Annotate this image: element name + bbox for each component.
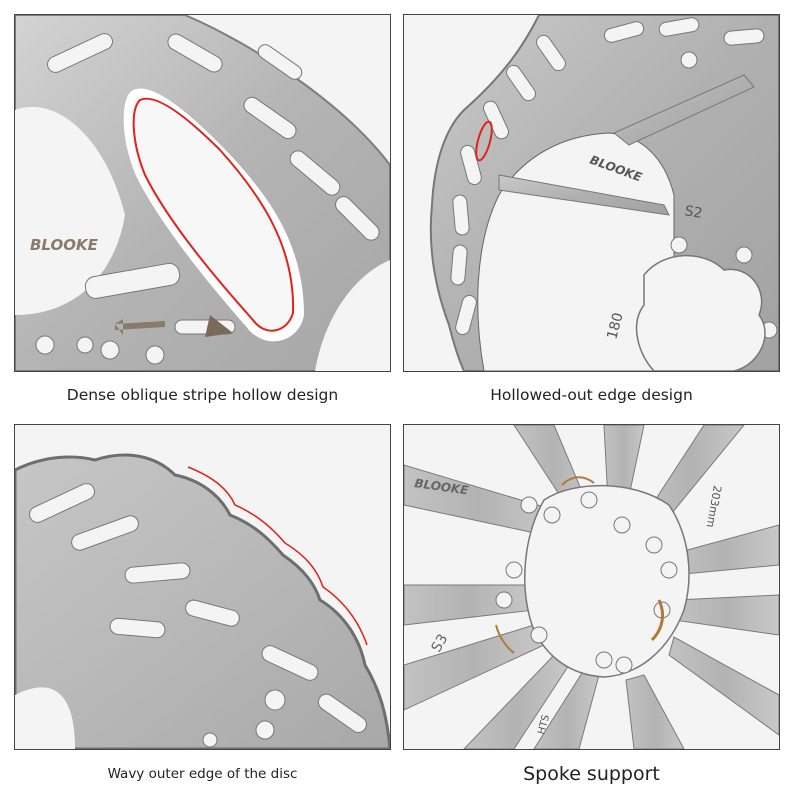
- model-engraving: S3: [429, 632, 452, 655]
- caption-spoke-support: Spoke support: [523, 763, 660, 785]
- brand-engraving: BLOOKE: [30, 236, 99, 254]
- caption-stripe-design: Dense oblique stripe hollow design: [66, 386, 339, 404]
- caption-wavy-edge: Wavy outer edge of the disc: [107, 766, 298, 782]
- rotor-closeup-stripes: BLOOKE: [14, 14, 391, 372]
- rotor-spokes-image: BLOOKE S3 203mm HTS: [404, 425, 779, 749]
- size-engraving: 180: [604, 311, 626, 341]
- rotor-stripes-image: BLOOKE: [15, 15, 390, 371]
- rotor-closeup-edge: BLOOKE S2 180: [403, 14, 780, 372]
- rotor-edge-image: BLOOKE S2 180: [404, 15, 779, 371]
- caption-edge-design: Hollowed-out edge design: [490, 386, 693, 404]
- rotor-wavy-image: [15, 425, 390, 749]
- model-engraving: S2: [683, 203, 703, 222]
- partial-engraving: HTS: [536, 714, 552, 736]
- rotor-closeup-spokes: BLOOKE S3 203mm HTS: [403, 424, 780, 750]
- rotor-closeup-wavy-edge: [14, 424, 391, 750]
